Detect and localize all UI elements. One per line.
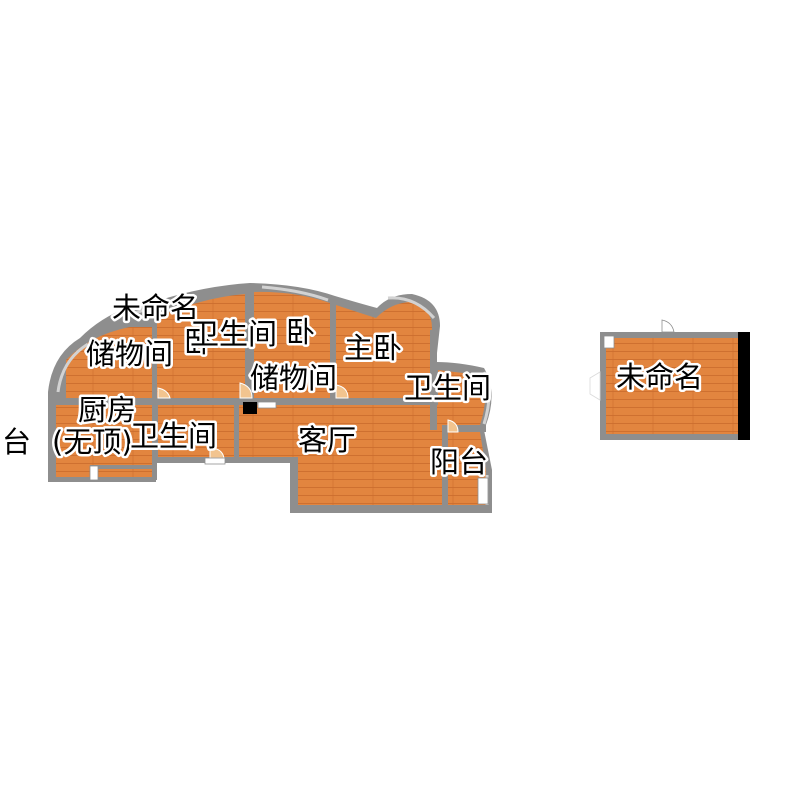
label-bathroom-left: 卫生间 bbox=[130, 419, 217, 453]
interior-walls bbox=[56, 290, 486, 510]
room-floor-kitchen bbox=[56, 400, 152, 477]
room-labels: 未命名 卧 储物间 卫生间 卧 储物间 主卧 卫生间 厨房 (无顶) 卫生间 客… bbox=[0, 289, 706, 482]
door-threshold bbox=[257, 401, 277, 409]
unnamed-room-right bbox=[589, 319, 750, 440]
label-bedroom-second: 卧 bbox=[286, 315, 315, 349]
label-balcony-right: 阳台 bbox=[430, 445, 488, 479]
door-swing-storage-left bbox=[157, 387, 171, 399]
door-swing-bathroom-right bbox=[447, 419, 459, 433]
label-storage-left: 储物间 bbox=[86, 337, 173, 371]
door-swing-left bbox=[589, 371, 601, 401]
label-unnamed-top: 未命名 bbox=[112, 291, 199, 325]
room-floor-balcony bbox=[447, 432, 486, 505]
room-floor-master-bedroom bbox=[336, 302, 432, 398]
kitchen-window-frame bbox=[89, 465, 99, 481]
room-floor-bathroom-left bbox=[158, 405, 235, 457]
door-swing-bedroom-top bbox=[239, 382, 253, 399]
label-unnamed-right: 未命名 bbox=[616, 360, 703, 394]
label-no-ceiling: (无顶) bbox=[52, 425, 133, 459]
door-swings bbox=[157, 382, 459, 459]
room-floor-living bbox=[238, 405, 442, 505]
label-bathroom-top: 卫生间 bbox=[190, 317, 277, 351]
label-kitchen: 厨房 bbox=[78, 393, 136, 427]
room-floor-bedroom-top bbox=[156, 294, 245, 398]
door-frame bbox=[603, 335, 615, 349]
door-swing-top bbox=[661, 319, 675, 333]
label-bedroom-top: 卧 bbox=[184, 325, 213, 359]
label-storage-middle: 储物间 bbox=[250, 361, 337, 395]
label-living-room: 客厅 bbox=[298, 423, 356, 457]
room-floor-bathroom-right bbox=[438, 370, 485, 425]
door-swing-storage-middle bbox=[335, 384, 349, 399]
black-wall-edge bbox=[738, 332, 750, 440]
label-balcony-left: 台 bbox=[2, 425, 31, 459]
label-bathroom-right: 卫生间 bbox=[404, 371, 491, 405]
room-floor-bedroom-second bbox=[254, 291, 330, 398]
structural-column bbox=[243, 402, 257, 414]
room-floors bbox=[56, 291, 486, 505]
door-threshold bbox=[204, 457, 226, 465]
label-master-bedroom: 主卧 bbox=[344, 331, 402, 365]
balcony-window-frame bbox=[477, 477, 489, 505]
